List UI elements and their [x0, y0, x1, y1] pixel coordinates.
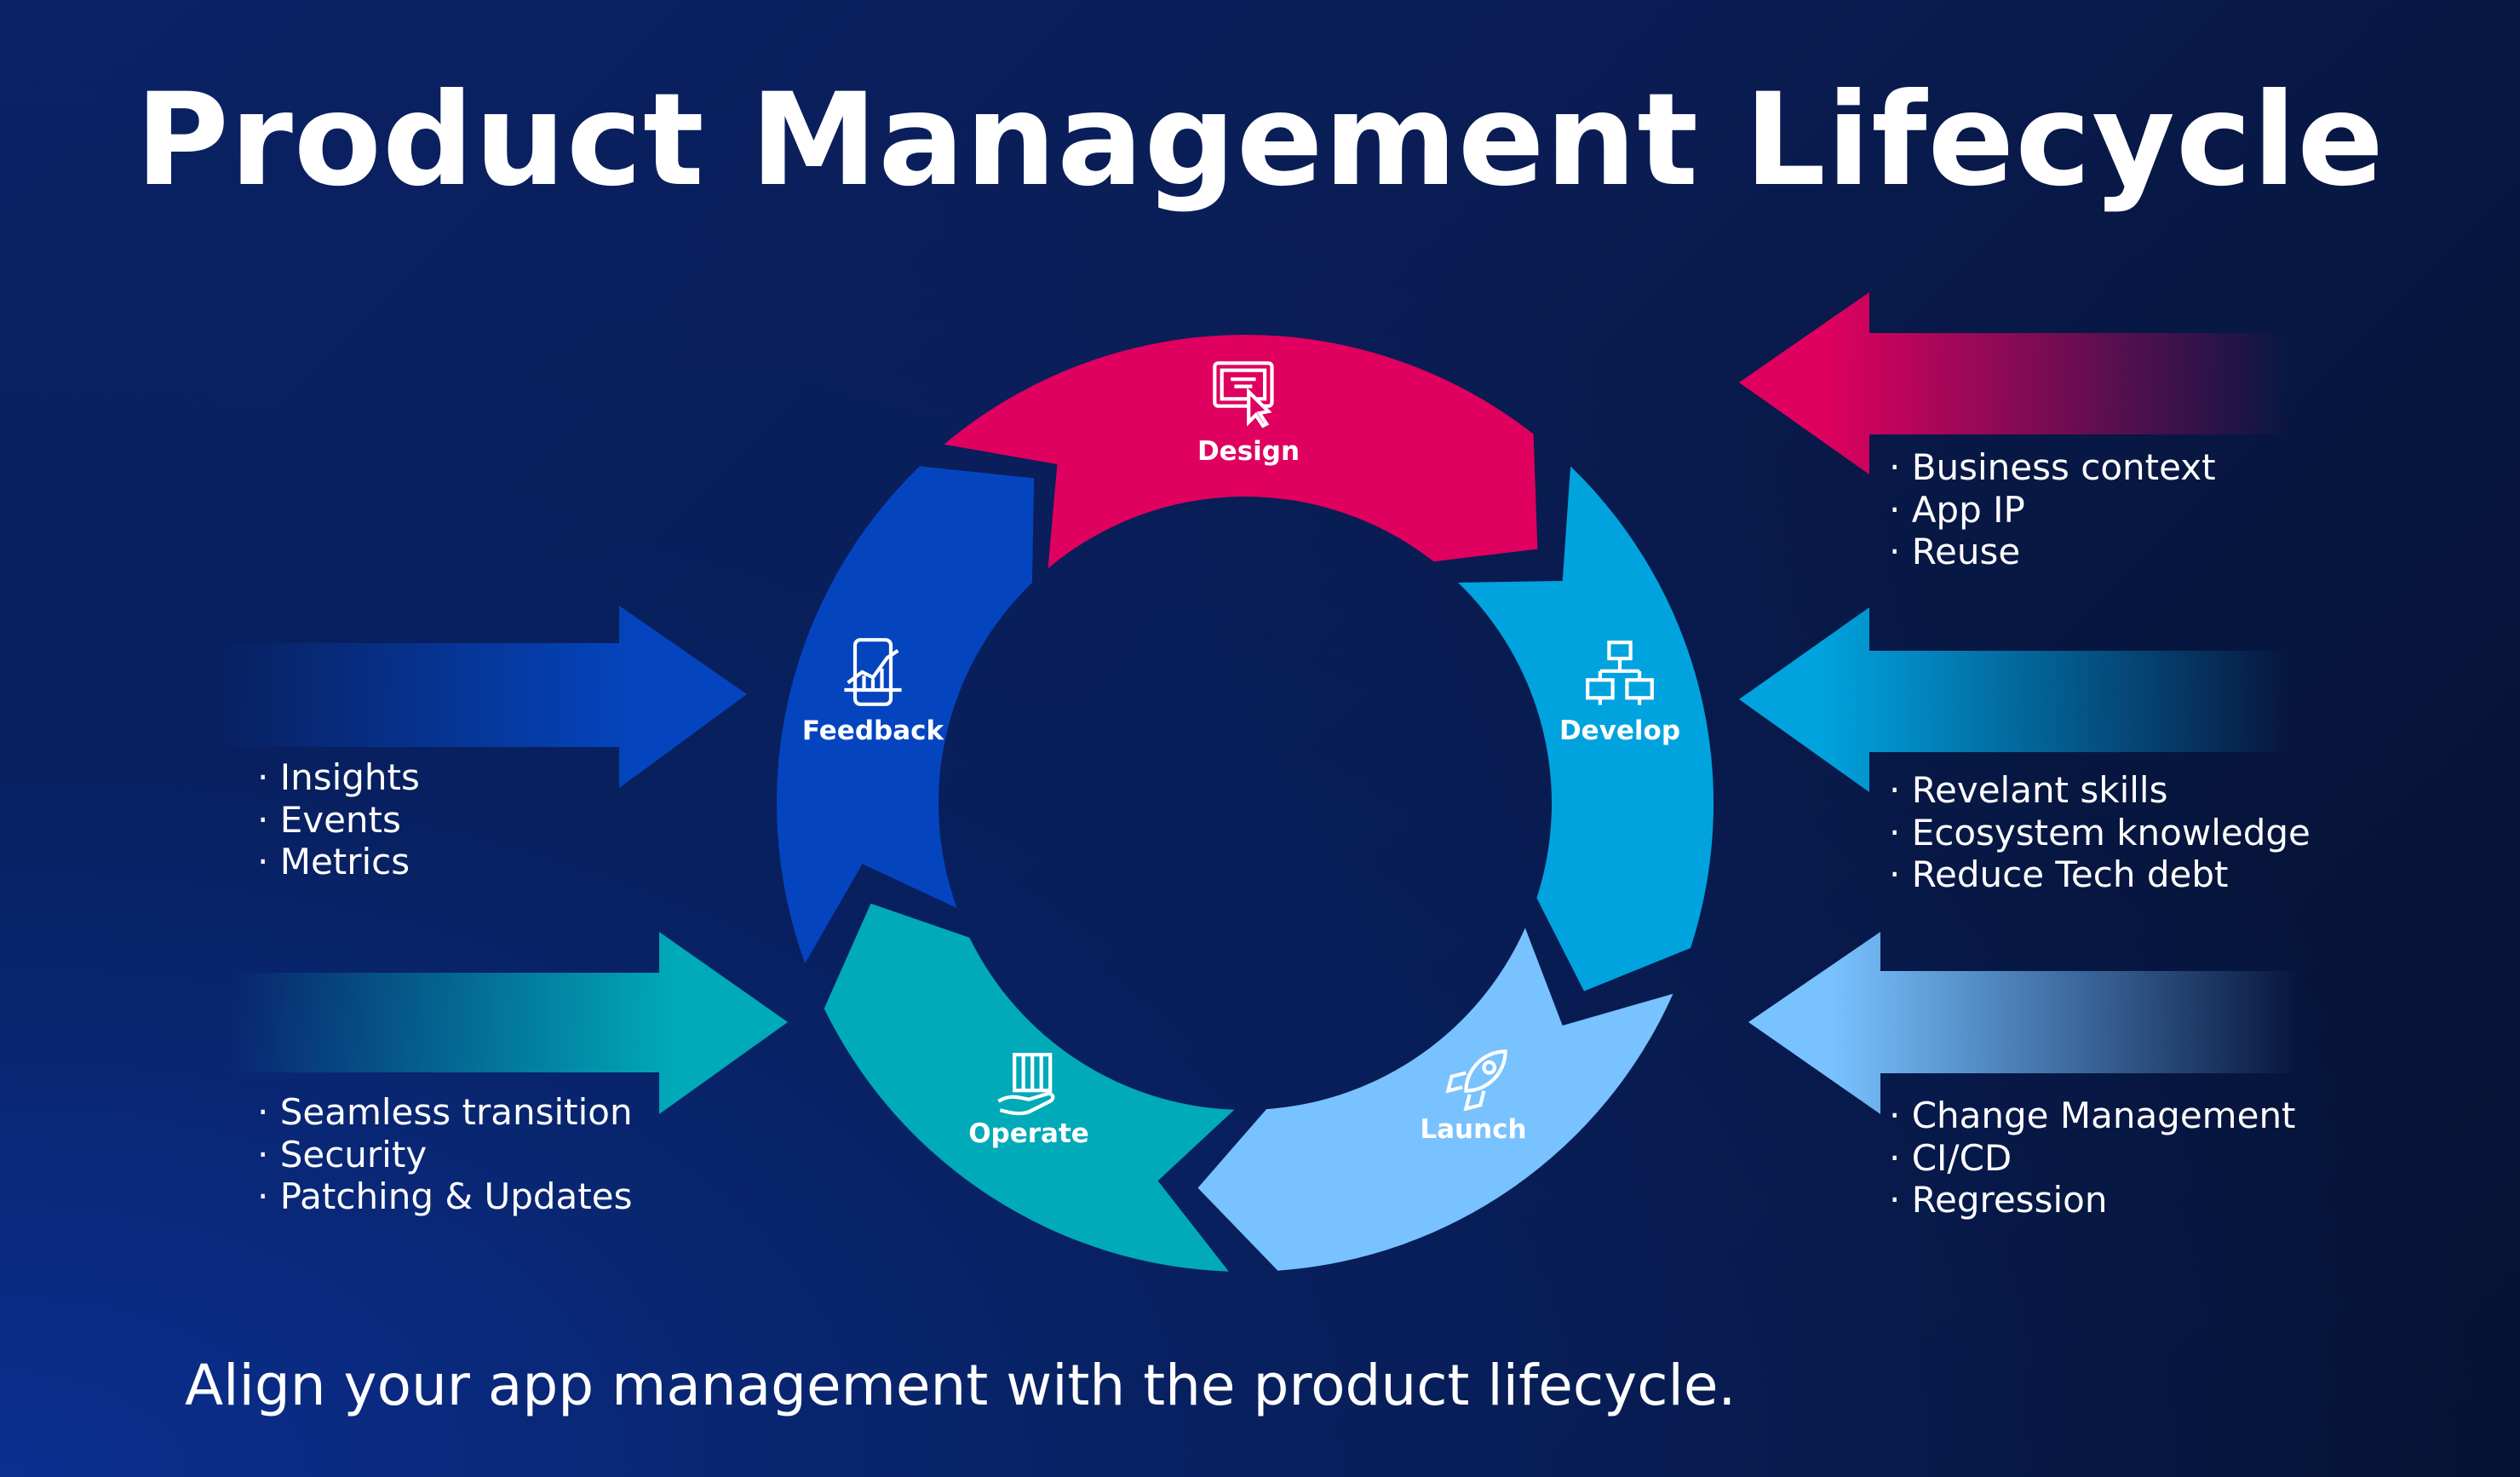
feedback-inputs-list: Insights Events Metrics [257, 756, 420, 883]
list-item: Insights [257, 756, 420, 799]
list-item: Reduce Tech debt [1889, 853, 2310, 896]
stage-segment-launch [1197, 928, 1673, 1271]
design-inputs-list: Business context App IP Reuse [1889, 446, 2216, 573]
list-item: Patching & Updates [257, 1175, 633, 1218]
stage-label-feedback: Feedback [801, 716, 944, 746]
launch-input-arrow [1748, 932, 2299, 1114]
list-item: Seamless transition [257, 1091, 633, 1134]
design-input-arrow [1739, 292, 2291, 474]
develop-inputs-list: Revelant skills Ecosystem knowledge Redu… [1889, 769, 2310, 896]
list-item: Events [257, 799, 420, 842]
stage-label-design: Design [1197, 436, 1300, 467]
hand-server-icon [997, 1053, 1055, 1116]
stage-segment-operate [824, 903, 1235, 1272]
stage-segment-feedback [777, 466, 1035, 964]
lifecycle-ring [777, 335, 1714, 1272]
list-item: Metrics [257, 841, 420, 883]
stage-label-launch: Launch [1420, 1114, 1527, 1145]
list-item: App IP [1889, 489, 2216, 532]
stage-segment-design [944, 335, 1538, 569]
list-item: Business context [1889, 446, 2216, 489]
list-item: Change Management [1889, 1095, 2296, 1137]
page-title: Product Management Lifecycle [135, 66, 2385, 215]
launch-inputs-list: Change Management CI/CD Regression [1889, 1095, 2296, 1221]
stage-segment-develop [1458, 466, 1714, 991]
operate-inputs-list: Seamless transition Security Patching & … [257, 1091, 633, 1218]
stage-label-operate: Operate [968, 1118, 1089, 1149]
operate-input-arrow [230, 932, 788, 1114]
stage-label-develop: Develop [1558, 716, 1681, 746]
develop-input-arrow [1739, 607, 2291, 792]
network-computers-icon [1586, 641, 1654, 705]
list-item: CI/CD [1889, 1137, 2296, 1180]
monitor-cursor-icon [1213, 361, 1274, 428]
list-item: Security [257, 1134, 633, 1176]
list-item: Regression [1889, 1179, 2296, 1221]
list-item: Ecosystem knowledge [1889, 812, 2310, 854]
phone-chart-icon [844, 638, 902, 706]
tagline: Align your app management with the produ… [185, 1353, 1736, 1418]
list-item: Reuse [1889, 531, 2216, 573]
rocket-icon [1445, 1049, 1507, 1112]
list-item: Revelant skills [1889, 769, 2310, 812]
feedback-input-arrow [213, 606, 747, 788]
